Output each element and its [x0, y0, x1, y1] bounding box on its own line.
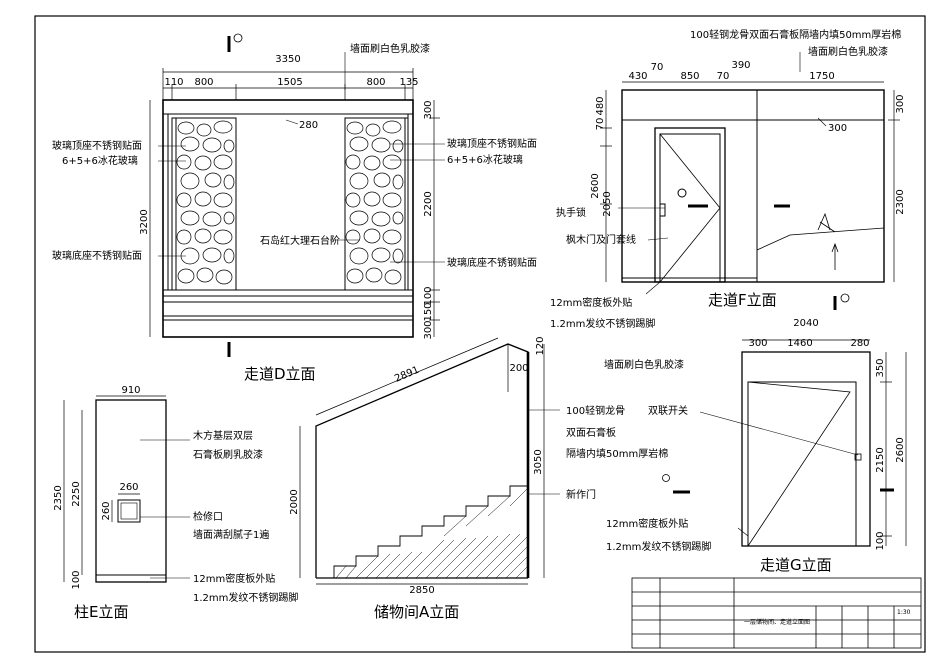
- sheet-border: [34, 15, 926, 653]
- elevation-d: [149, 33, 445, 357]
- title-block: [631, 577, 922, 649]
- dim-d-r300b: 300: [423, 320, 434, 339]
- dim-f-70a: 70: [651, 62, 664, 73]
- note-a-1: 100轻钢龙骨: [566, 404, 625, 417]
- dim-f-70b: 70: [717, 71, 730, 82]
- dim-a-3050: 3050: [533, 449, 544, 474]
- dim-g-350: 350: [875, 358, 886, 377]
- dim-f-390: 390: [731, 60, 750, 71]
- dim-e-260a: 260: [119, 482, 138, 493]
- dim-a-200: 200: [509, 363, 528, 374]
- dim-f-430: 430: [628, 71, 647, 82]
- dim-d-r2200: 2200: [423, 191, 434, 216]
- note-d-l-glass: 6+5+6冰花玻璃: [62, 154, 138, 167]
- note-g-paint: 墙面刷白色乳胶漆: [604, 358, 684, 371]
- dim-a-2850: 2850: [409, 585, 434, 596]
- note-e-4: 墙面满刮腻子1遍: [193, 528, 269, 541]
- title-block-scale: 1:30: [897, 609, 911, 616]
- dim-g-1460: 1460: [787, 338, 812, 349]
- dim-e-2350: 2350: [53, 485, 64, 510]
- dim-f-480: 480: [595, 96, 606, 115]
- dim-d-3200: 3200: [139, 209, 150, 234]
- dim-f-r2300: 2300: [895, 189, 906, 214]
- dim-d-total: 3350: [275, 54, 300, 65]
- dim-d-135: 135: [399, 77, 418, 88]
- note-f-paint: 墙面刷白色乳胶漆: [808, 45, 888, 58]
- dim-f-r300: 300: [895, 94, 906, 113]
- dim-g-100: 100: [875, 531, 886, 550]
- dim-e-100: 100: [71, 570, 82, 589]
- note-d-r-glass: 6+5+6冰花玻璃: [447, 153, 523, 166]
- note-e-1: 木方基层双层: [193, 429, 253, 442]
- note-f-partition: 100轻钢龙骨双面石膏板隔墙内填50mm厚岩棉: [690, 28, 901, 41]
- dim-d-280: 280: [299, 120, 318, 131]
- note-e-3: 检修口: [193, 510, 223, 523]
- title-f: 走道F立面: [708, 291, 777, 309]
- dim-e-260b: 260: [101, 501, 112, 520]
- dim-e-2250: 2250: [71, 481, 82, 506]
- note-g-switch: 双联开关: [648, 404, 688, 417]
- dim-a-120: 120: [535, 336, 546, 355]
- note-e-5: 12mm密度板外贴: [193, 572, 275, 585]
- dim-d-110: 110: [164, 77, 183, 88]
- dim-g-280: 280: [850, 338, 869, 349]
- note-f-skirting1: 12mm密度板外贴: [550, 296, 632, 309]
- note-e-6: 1.2mm发纹不锈钢踢脚: [193, 591, 298, 604]
- elevation-e: [63, 395, 190, 583]
- dim-g-2600: 2600: [895, 437, 906, 462]
- title-e: 柱E立面: [74, 603, 128, 621]
- title-g: 走道G立面: [760, 556, 832, 574]
- title-d: 走道D立面: [244, 365, 316, 383]
- dim-d-1505: 1505: [277, 77, 302, 88]
- dim-g-2150: 2150: [875, 447, 886, 472]
- note-g-skirting1: 12mm密度板外贴: [606, 517, 688, 530]
- elevation-f: [600, 52, 900, 310]
- note-a-2: 双面石膏板: [566, 426, 616, 439]
- note-d-marble: 石岛红大理石台阶: [260, 234, 340, 247]
- elevation-g: [662, 339, 907, 547]
- note-d-paint: 墙面刷白色乳胶漆: [350, 42, 430, 55]
- note-d-l-glass-bottom: 玻璃底座不锈钢贴面: [52, 249, 142, 262]
- note-d-r-glass-bottom: 玻璃底座不锈钢贴面: [447, 256, 537, 269]
- dim-d-800b: 800: [366, 77, 385, 88]
- dim-a-slope: 2891: [393, 365, 421, 385]
- note-d-l-glass-top: 玻璃顶座不锈钢贴面: [52, 139, 142, 152]
- dim-g-300: 300: [748, 338, 767, 349]
- note-f-door: 枫木门及门套线: [566, 233, 636, 246]
- note-g-skirting2: 1.2mm发纹不锈钢踢脚: [606, 540, 711, 553]
- dim-g-2040: 2040: [793, 318, 818, 329]
- title-a: 储物间A立面: [374, 603, 459, 621]
- dim-a-2000: 2000: [289, 489, 300, 514]
- note-d-r-glass-top: 玻璃顶座不锈钢贴面: [447, 137, 537, 150]
- dim-e-910: 910: [121, 385, 140, 396]
- note-a-3: 隔墙内填50mm厚岩棉: [566, 447, 668, 460]
- title-block-drawing-name: 一层储物间、走道立面图: [744, 618, 810, 626]
- dim-f-850: 850: [680, 71, 699, 82]
- dim-d-r150: 150: [423, 302, 434, 321]
- dim-d-r100: 100: [423, 286, 434, 305]
- dim-f-2050: 2050: [602, 191, 613, 216]
- dim-d-r300: 300: [423, 100, 434, 119]
- dim-f-70: 70: [595, 118, 606, 131]
- note-f-handle: 执手锁: [556, 206, 586, 219]
- note-f-skirting2: 1.2mm发纹不锈钢踢脚: [550, 317, 655, 330]
- note-e-2: 石膏板刷乳胶漆: [193, 448, 263, 461]
- note-a-4: 新作门: [566, 488, 596, 501]
- dim-f-300: 300: [828, 123, 847, 134]
- dim-d-800a: 800: [194, 77, 213, 88]
- dim-f-1750: 1750: [809, 71, 834, 82]
- dim-f-2600: 2600: [590, 173, 601, 198]
- elevation-a: [299, 337, 560, 585]
